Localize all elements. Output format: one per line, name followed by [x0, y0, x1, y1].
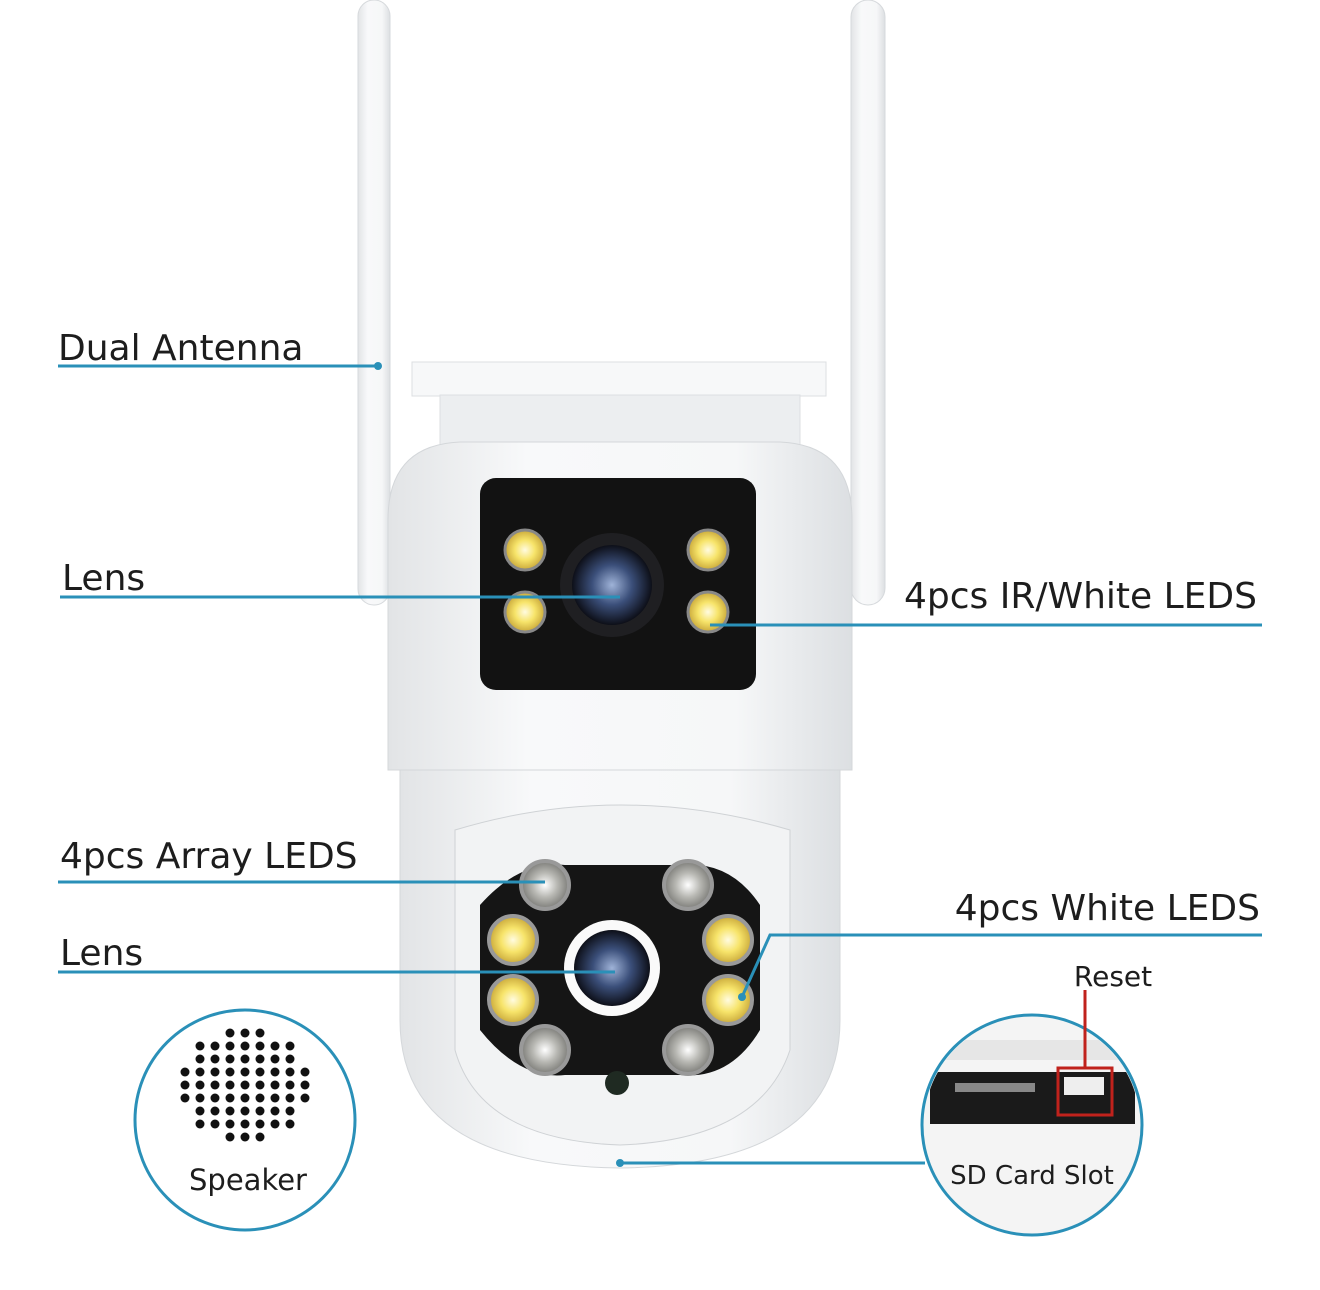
- bottom-lens-icon: [574, 930, 650, 1006]
- dual-antenna-label: Dual Antenna: [58, 328, 303, 369]
- array-leds-label: 4pcs Array LEDS: [60, 836, 358, 877]
- speaker-callout: Speaker: [133, 1008, 357, 1232]
- sd-card-label: SD Card Slot: [950, 1161, 1114, 1191]
- white-leds-label: 4pcs White LEDS: [955, 888, 1260, 929]
- antenna-right: [850, 0, 886, 606]
- lower-body: [399, 769, 841, 1169]
- speaker-label: Speaker: [189, 1163, 307, 1197]
- sd-slot-icon: [955, 1083, 1035, 1092]
- antenna-left: [357, 0, 391, 606]
- upper-body: [387, 441, 853, 771]
- mount-plate: [411, 361, 827, 446]
- ir-white-leds-label: 4pcs IR/White LEDS: [904, 576, 1257, 617]
- reset-label: Reset: [1074, 960, 1152, 993]
- callout-lines: [58, 364, 1262, 1165]
- sd-card-callout: Reset SD Card Slot: [920, 960, 1152, 1237]
- lens-bottom-label: Lens: [60, 933, 143, 974]
- lens-top-label: Lens: [62, 558, 145, 599]
- top-lens-icon: [572, 545, 652, 625]
- speaker-grille-icon: [180, 1028, 310, 1142]
